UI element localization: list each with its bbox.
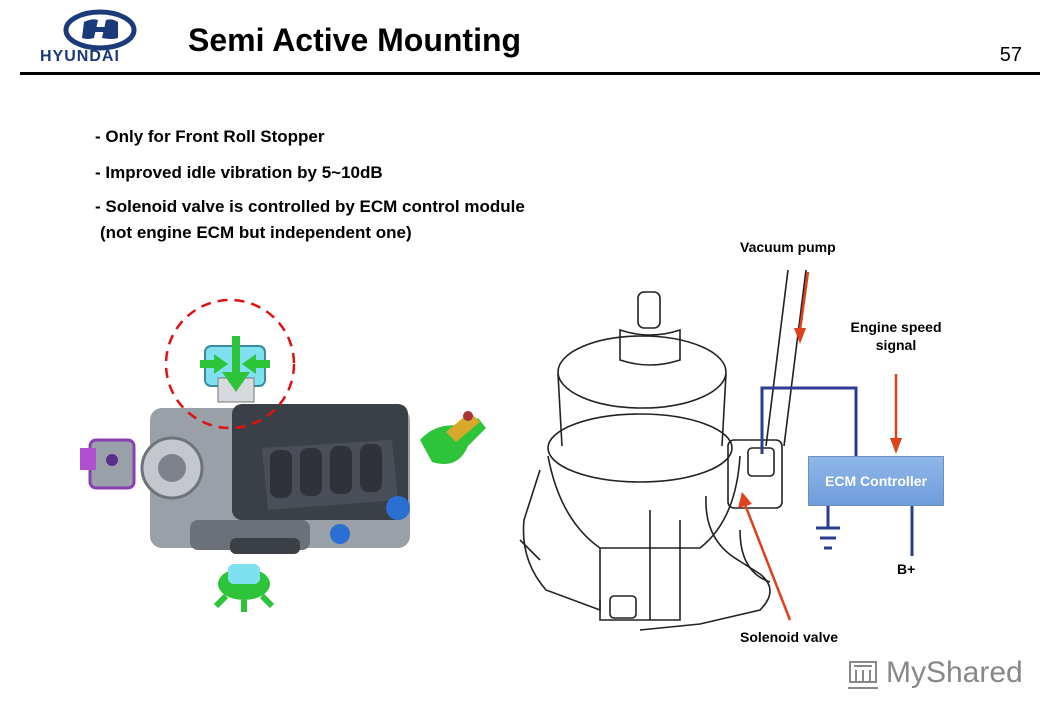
bullet-item: - Solenoid valve is controlled by ECM co… (95, 197, 525, 216)
vacuum-pump-label: Vacuum pump (740, 239, 836, 255)
bottom-mount (213, 564, 275, 612)
front-roll-stopper-mount (200, 336, 270, 403)
page-number: 57 (999, 44, 1022, 66)
engine-assembly-illustration (140, 404, 410, 554)
semi-active-mount-drawing (519, 269, 807, 631)
ecm-controller-box: ECM Controller (808, 456, 944, 506)
solenoid-valve-label: Solenoid valve (740, 629, 839, 645)
hyundai-logo (63, 9, 137, 51)
highlight-circle (164, 298, 296, 430)
bullet-item: - Improved idle vibration by 5~10dB (95, 163, 383, 182)
callout-arrows (738, 271, 902, 621)
watermark: MyShared (886, 656, 1023, 690)
slide-title: Semi Active Mounting (188, 22, 522, 58)
bullet-item: - Only for Front Roll Stopper (95, 127, 325, 146)
watermark-text: MyShared (886, 656, 1023, 689)
bullet-item-continuation: (not engine ECM but independent one) (100, 223, 412, 242)
right-mount (420, 411, 486, 464)
ecm-wiring (760, 386, 914, 556)
left-mount (80, 438, 136, 490)
brand-wordmark: HYUNDAI (40, 48, 120, 65)
watermark-icon (848, 661, 878, 689)
b-plus-label: B+ (897, 561, 916, 577)
engine-speed-signal-label: Engine speed signal (850, 319, 942, 354)
title-rule (20, 72, 1040, 75)
